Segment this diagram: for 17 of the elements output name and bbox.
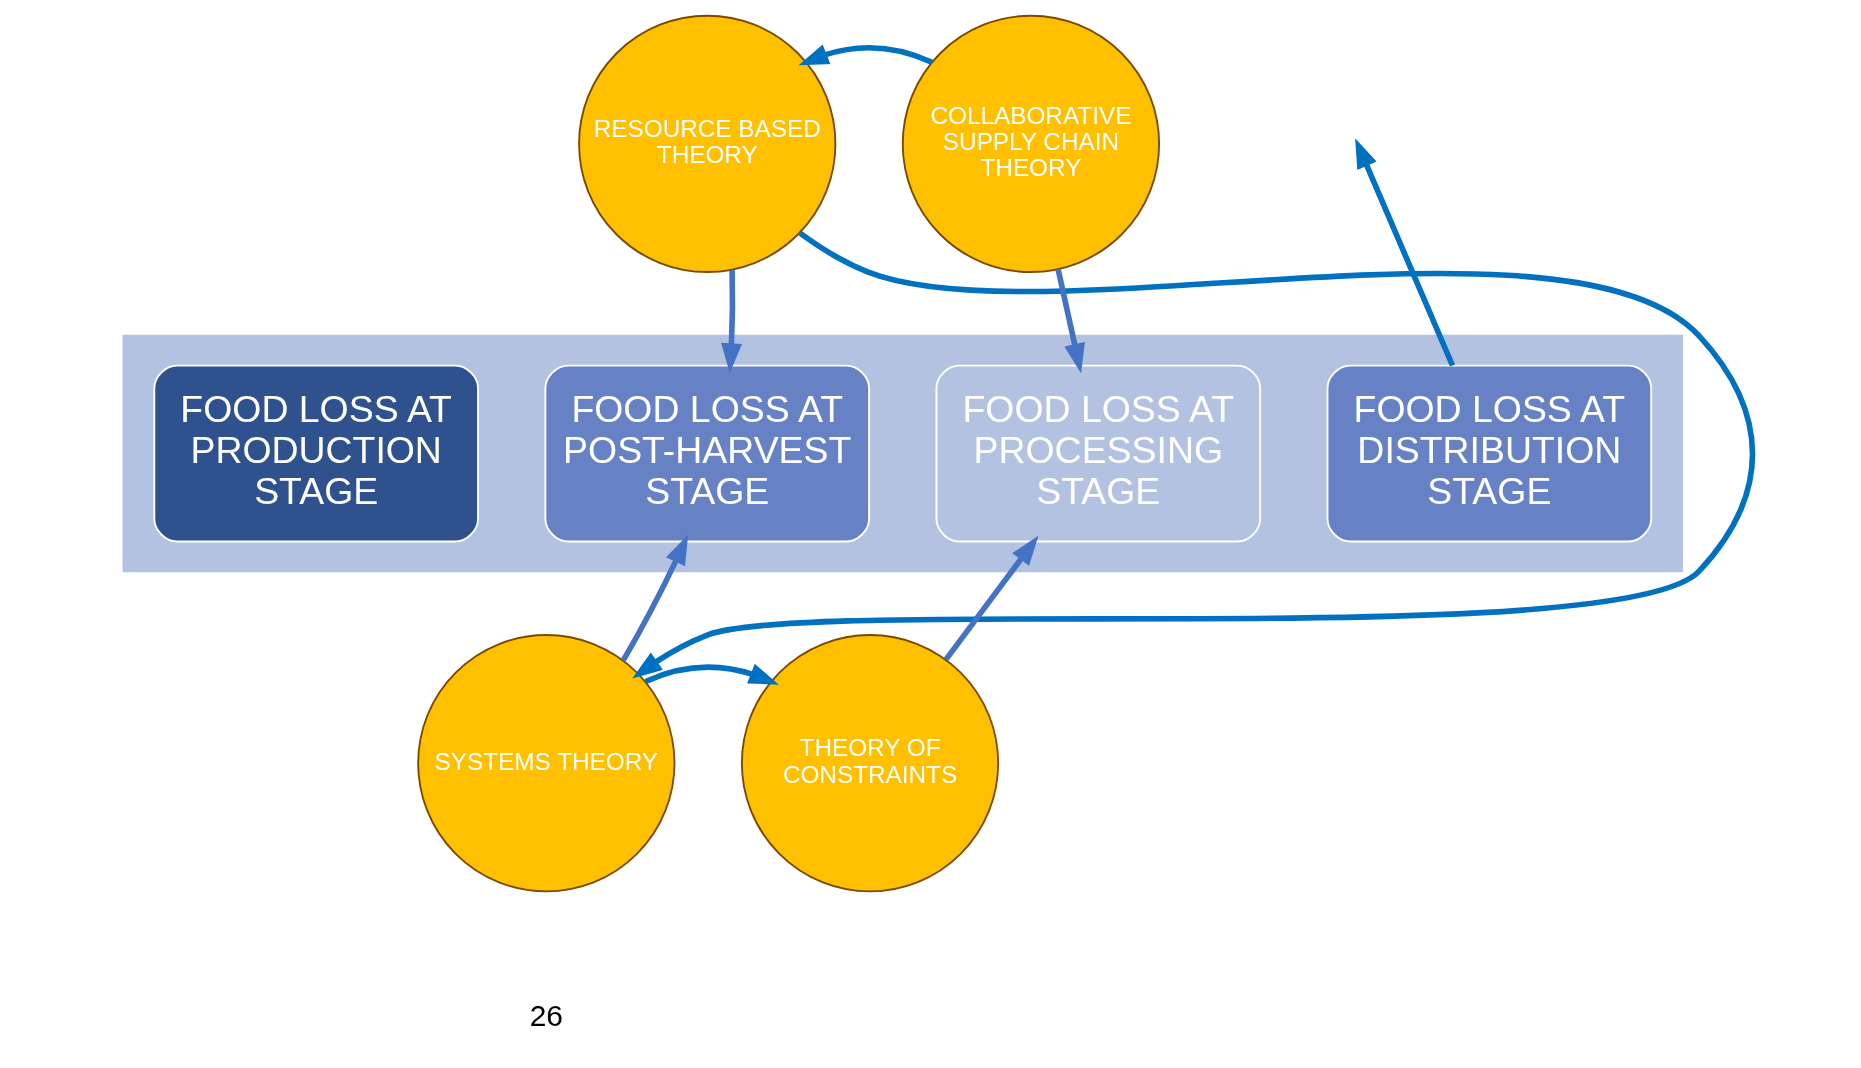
node-box: FOOD LOSS AT DISTRIBUTION STAGE	[1326, 364, 1653, 543]
node-box: FOOD LOSS AT POST-HARVEST STAGE	[544, 364, 870, 543]
node-circle: THEORY OF CONSTRAINTS	[740, 634, 1000, 893]
node-circle: COLLABORATIVE SUPPLY CHAIN THEORY	[901, 14, 1161, 273]
node-circle: SYSTEMS THEORY	[417, 634, 676, 893]
arrow	[721, 270, 743, 374]
arrow	[621, 534, 689, 662]
arrow	[798, 44, 933, 66]
arrow	[632, 231, 1755, 679]
arrow	[943, 535, 1039, 662]
cluster	[122, 334, 1683, 573]
node-box: FOOD LOSS AT PROCESSING STAGE	[935, 364, 1262, 543]
arrow	[644, 663, 779, 685]
node-circle: RESOURCE BASED THEORY	[578, 14, 837, 273]
arrow	[1055, 268, 1085, 374]
node-box: FOOD LOSS AT PRODUCTION STAGE	[153, 364, 479, 543]
label: 26	[529, 998, 563, 1032]
